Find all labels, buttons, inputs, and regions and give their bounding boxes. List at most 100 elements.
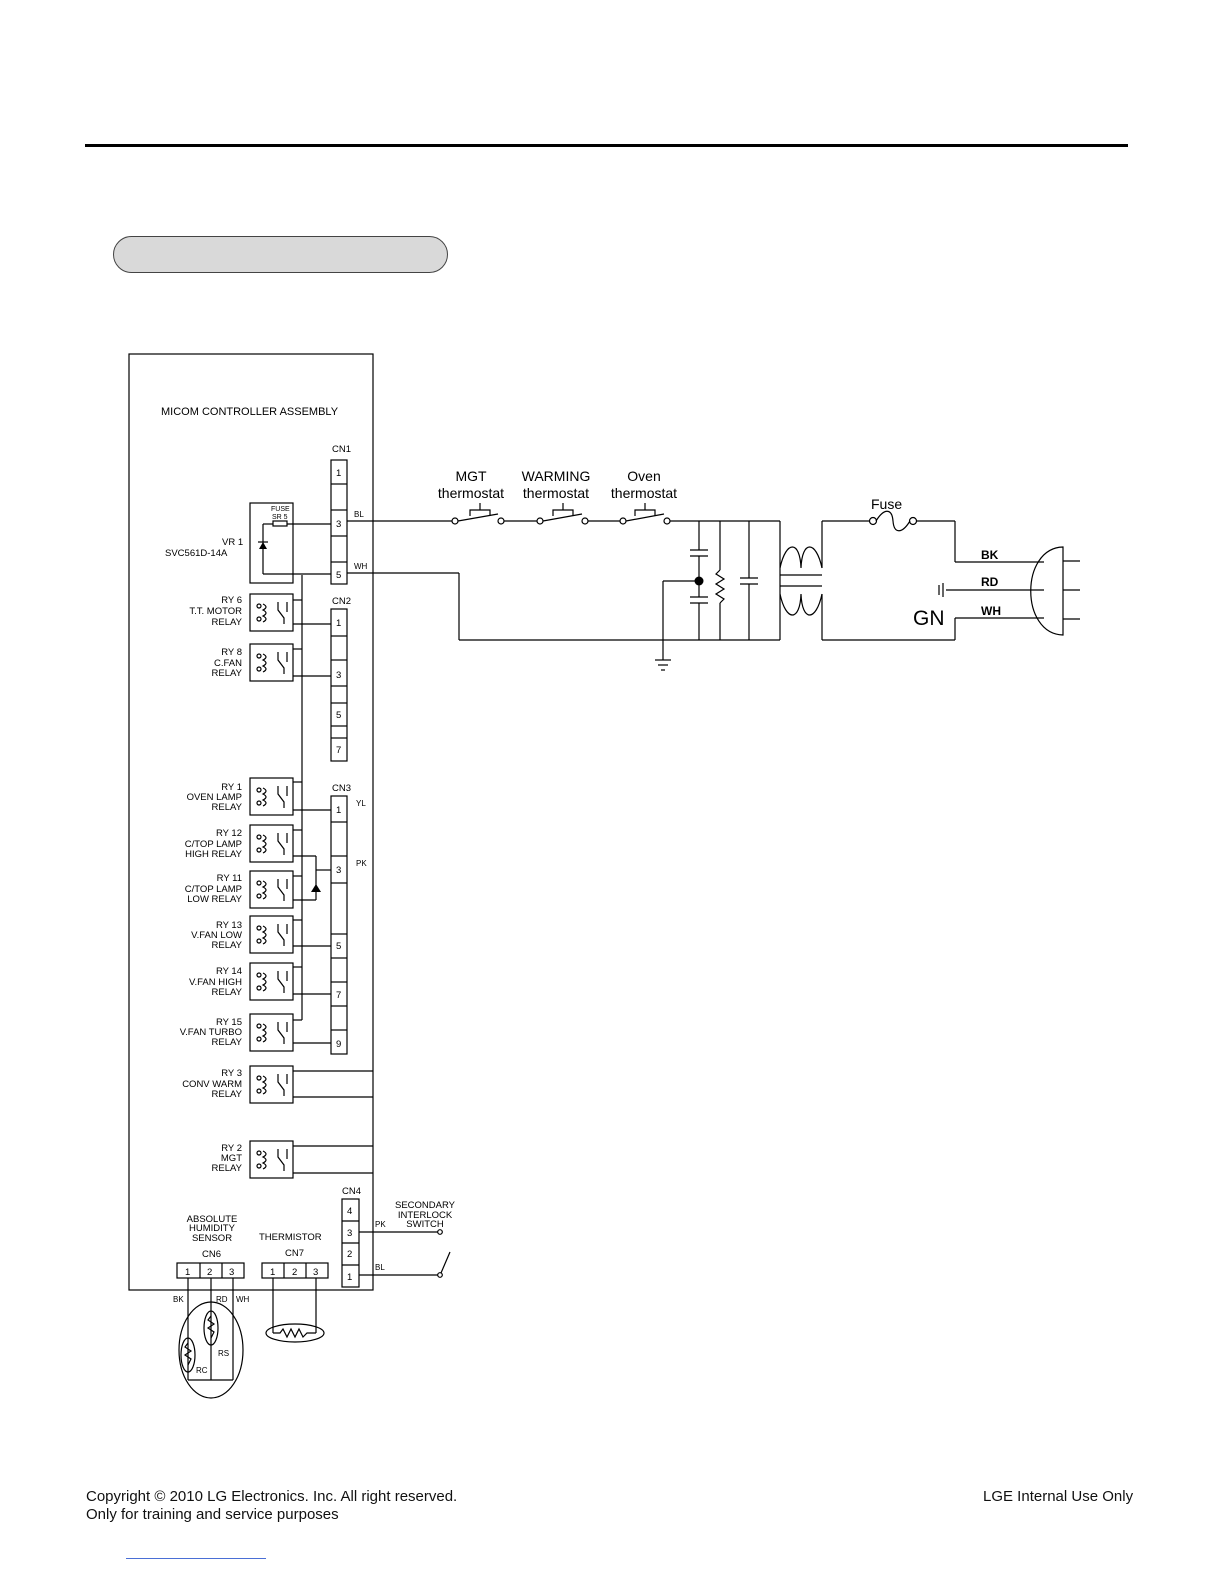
warming-thermostat [536, 503, 589, 525]
relay-label-ry13: RY 13 V.FAN LOW RELAY [191, 920, 243, 951]
svg-text:WARMING: WARMING [522, 468, 591, 484]
cn7-connector [261, 1262, 329, 1279]
relay-label-ry14: RY 14 V.FAN HIGH RELAY [189, 966, 243, 998]
svg-text:RELAY: RELAY [212, 1089, 243, 1100]
cn1-label: CN1 [332, 444, 351, 455]
cn7-label: CN7 [285, 1248, 304, 1259]
cn3-pin: 3 [336, 865, 341, 876]
svg-text:V.FAN TURBO: V.FAN TURBO [180, 1027, 242, 1038]
cn4-pin: 4 [347, 1206, 352, 1217]
cn1-connector [330, 459, 348, 585]
svg-text:CONV WARM: CONV WARM [182, 1079, 242, 1090]
svg-text:C/TOP LAMP: C/TOP LAMP [185, 884, 242, 895]
rs-label: RS [218, 1349, 229, 1358]
main-fuse [868, 510, 918, 532]
mgt-thermostat [451, 503, 505, 525]
svg-text:RELAY: RELAY [212, 940, 243, 951]
fuse-sr-label: FUSE [271, 506, 290, 513]
wire-label-yl: YL [356, 799, 366, 808]
power-plug [1030, 546, 1080, 636]
secondary-interlock-label: SECONDARY INTERLOCK SWITCH [395, 1200, 456, 1230]
svg-text:LOW RELAY: LOW RELAY [187, 894, 242, 905]
svg-text:RY 11: RY 11 [217, 873, 242, 884]
relay-label-ry2: RY 2 MGT RELAY [212, 1143, 243, 1174]
relay-ry11 [249, 870, 294, 909]
wire-label-pk: PK [375, 1220, 386, 1229]
relay-label-ry6: RY 6 T.T. MOTOR RELAY [189, 595, 242, 628]
wire-label-bl: BL [375, 1263, 385, 1272]
cn3-pin: 1 [336, 805, 341, 816]
header-rule [85, 144, 1128, 147]
svg-text:V.FAN HIGH: V.FAN HIGH [189, 977, 242, 988]
svg-text:MGT: MGT [455, 468, 487, 484]
cn4-label: CN4 [342, 1186, 361, 1197]
svg-text:RY 12: RY 12 [216, 828, 242, 839]
cn3-connector [330, 795, 348, 1055]
wire-label-wh: WH [354, 562, 368, 571]
cn6-pin: 3 [229, 1267, 234, 1278]
relay-ry12 [249, 824, 294, 863]
cn2-pin: 7 [336, 745, 341, 756]
cn2-pin: 3 [336, 670, 341, 681]
cn4-pin: 2 [347, 1249, 352, 1260]
svg-text:RY 13: RY 13 [216, 920, 242, 931]
svg-text:RELAY: RELAY [212, 987, 243, 998]
svg-text:MGT: MGT [221, 1153, 242, 1164]
cn4-pin: 1 [347, 1272, 352, 1283]
relay-label-ry8: RY 8 C.FAN RELAY [212, 647, 243, 679]
cn7-pin: 2 [292, 1267, 297, 1278]
svg-text:thermostat: thermostat [438, 485, 504, 501]
wire-label-wh: WH [981, 604, 1001, 618]
cn7-pin: 1 [270, 1267, 275, 1278]
main-fuse-label: Fuse [871, 496, 902, 512]
svg-text:SENSOR: SENSOR [192, 1233, 232, 1244]
relay-ry1 [249, 777, 294, 816]
internal-use-text: LGE Internal Use Only [983, 1488, 1134, 1505]
humidity-sensor-label: ABSOLUTE HUMIDITY SENSOR [187, 1214, 238, 1244]
cn7-pin: 3 [313, 1267, 318, 1278]
link-underline[interactable] [126, 1558, 266, 1559]
relay-ry13 [249, 915, 294, 954]
svg-text:C.FAN: C.FAN [214, 658, 242, 669]
relay-label-ry11: RY 11 C/TOP LAMP LOW RELAY [185, 873, 243, 905]
cn2-label: CN2 [332, 596, 351, 607]
svg-text:RELAY: RELAY [212, 617, 243, 628]
relay-label-ry3: RY 3 CONV WARM RELAY [182, 1068, 242, 1100]
line-choke [779, 521, 823, 640]
cn2-connector [330, 608, 348, 762]
svg-text:thermostat: thermostat [611, 485, 677, 501]
relay-ry3 [249, 1065, 294, 1104]
wire-label-bk: BK [981, 548, 999, 562]
cn6-pin: 1 [185, 1267, 190, 1278]
svg-text:RY 1: RY 1 [221, 782, 242, 793]
relay-ry2 [249, 1140, 294, 1179]
relay-label-ry1: RY 1 OVEN LAMP RELAY [187, 782, 243, 813]
cn6-label: CN6 [202, 1249, 221, 1260]
svg-text:Oven: Oven [627, 468, 660, 484]
wire-label-pk: PK [356, 859, 367, 868]
cn1-pin: 5 [336, 570, 341, 581]
svg-text:C/TOP LAMP: C/TOP LAMP [185, 839, 242, 850]
section-title-pill [113, 236, 448, 273]
assembly-title: MICOM CONTROLLER ASSEMBLY [161, 406, 339, 418]
svg-text:RY 14: RY 14 [216, 966, 242, 977]
svg-text:T.T. MOTOR: T.T. MOTOR [189, 606, 242, 617]
relay-label-ry12: RY 12 C/TOP LAMP HIGH RELAY [185, 828, 243, 860]
svg-text:SECONDARY: SECONDARY [395, 1200, 456, 1211]
thermistor-symbol [265, 1323, 325, 1343]
thermistor-label: THERMISTOR [259, 1232, 322, 1243]
wire-label-rd: RD [981, 575, 999, 589]
cn3-label: CN3 [332, 783, 351, 794]
cn3-pin: 7 [336, 990, 341, 1001]
relay-ry6 [249, 593, 294, 632]
cn1-pin: 3 [336, 519, 341, 530]
svg-text:SWITCH: SWITCH [406, 1219, 444, 1230]
relay-label-ry15: RY 15 V.FAN TURBO RELAY [180, 1017, 243, 1048]
relay-ry15 [249, 1013, 294, 1052]
noise-filter [655, 521, 781, 671]
varistor-block [249, 502, 294, 584]
svg-text:RELAY: RELAY [212, 668, 243, 679]
svg-text:RELAY: RELAY [212, 1037, 243, 1048]
